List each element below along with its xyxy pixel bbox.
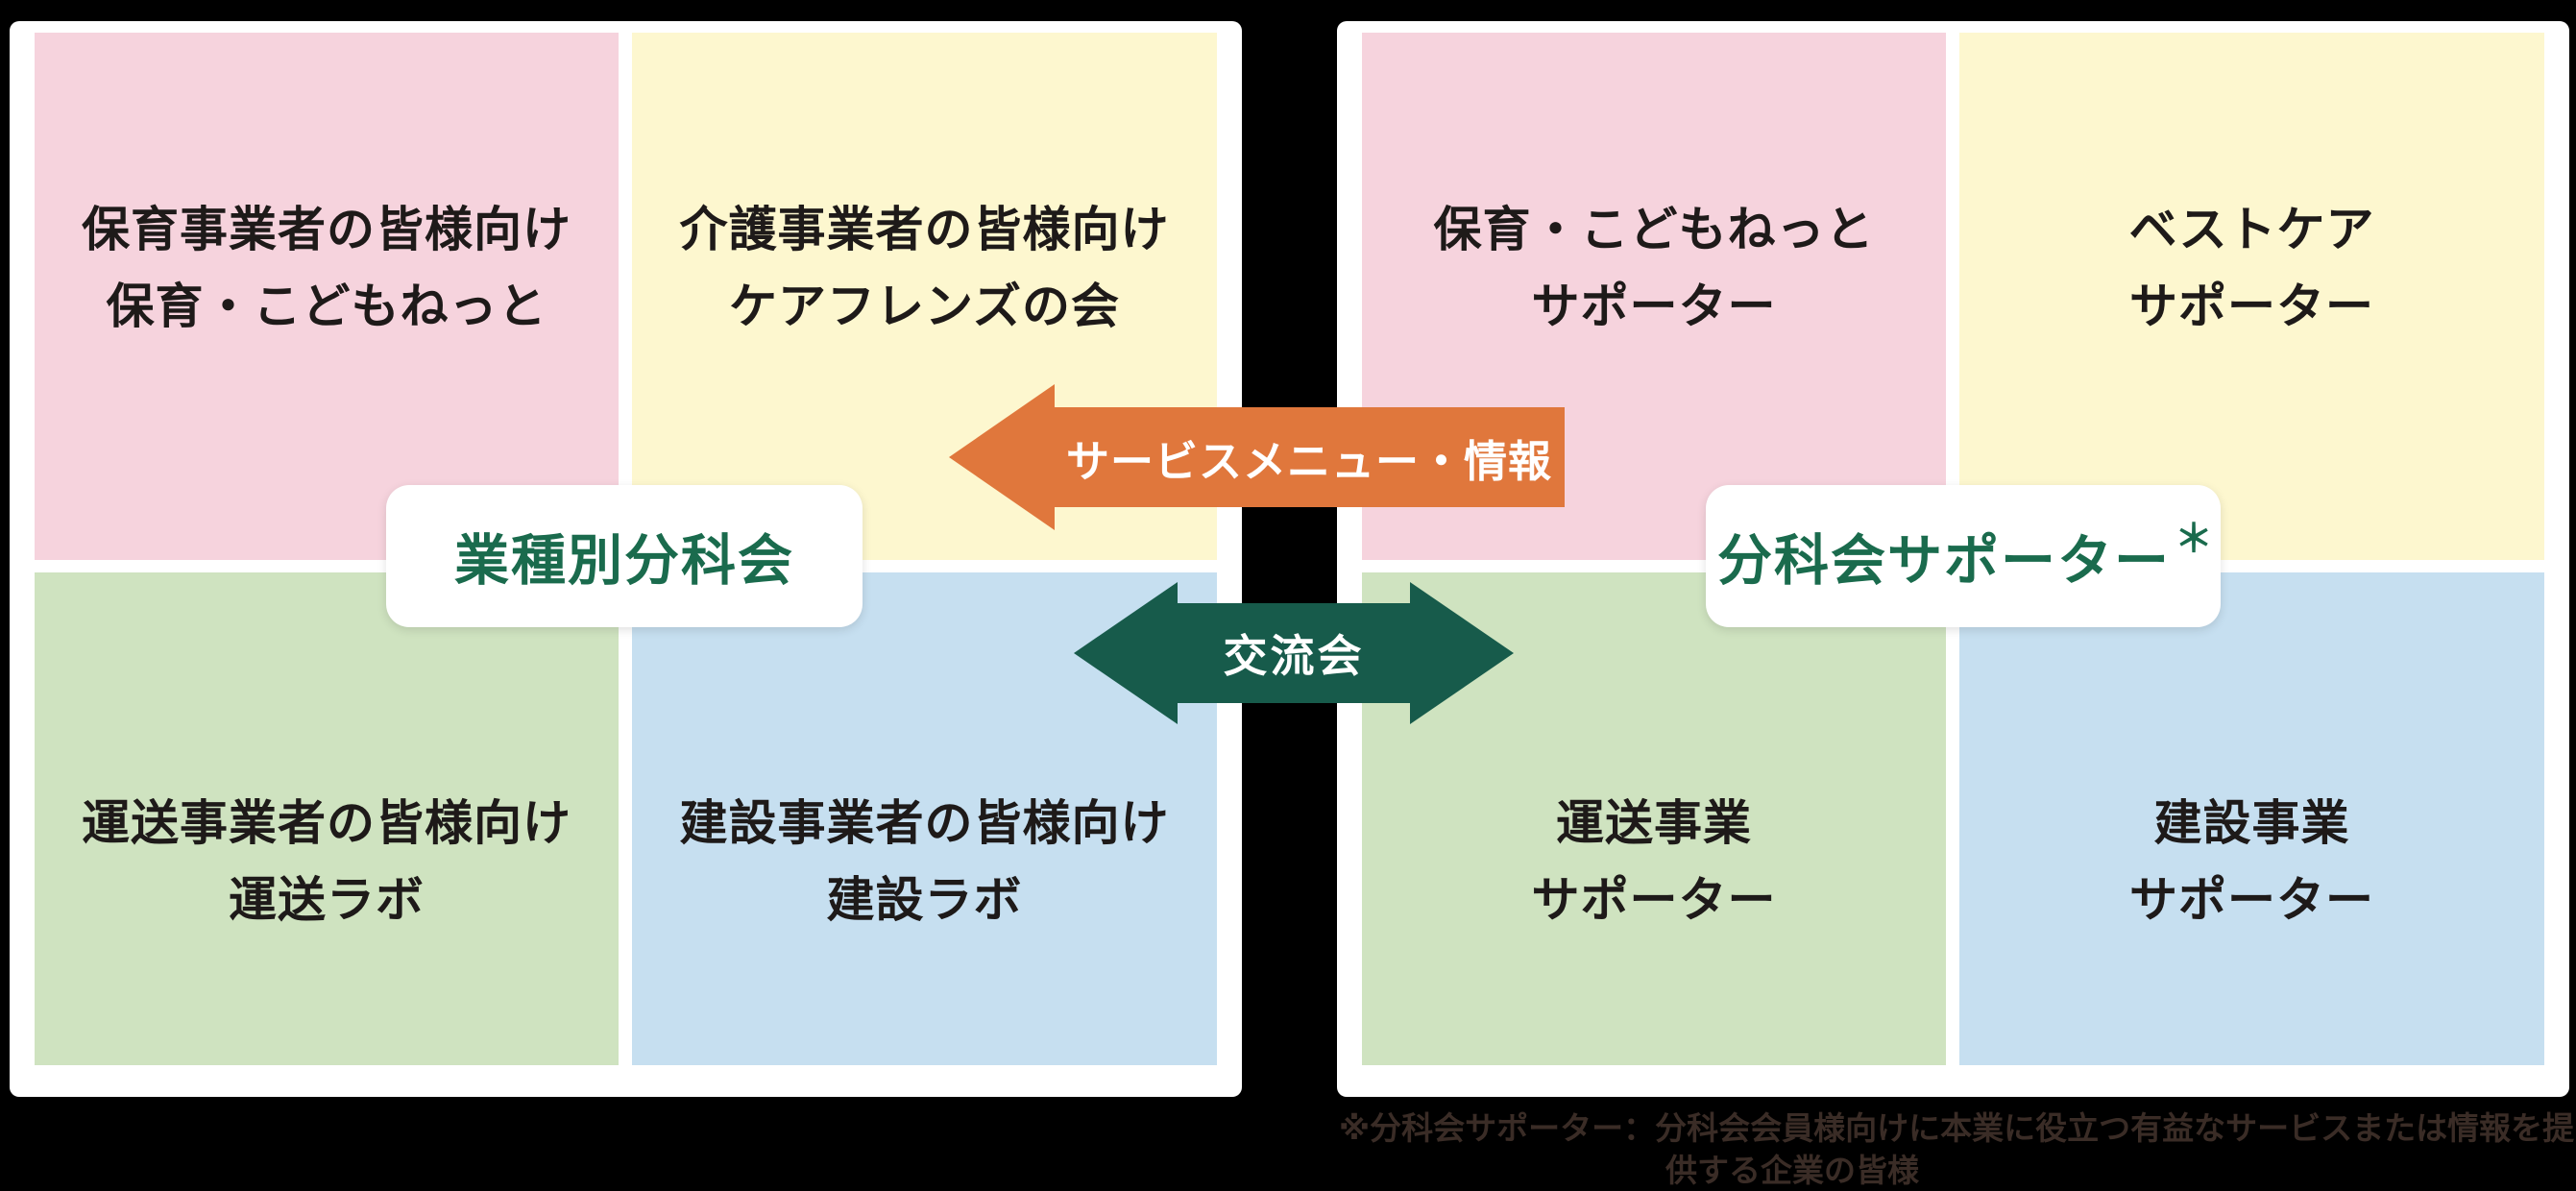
quadrant-construction-line2: 建設ラボ (826, 872, 1023, 927)
quadrant-transport-line1: 運送事業者の皆様向け (82, 795, 571, 850)
quadrant-childcare-supporter-line1: 保育・こどもねっと (1433, 202, 1875, 256)
arrow-double-right-head-icon (1410, 582, 1514, 724)
service-menu-arrow-body: サービスメニュー・情報 (1054, 407, 1565, 507)
subcommittee-label-box: 業種別分科会 (386, 485, 863, 627)
quadrant-construction-supporter: 建設事業 サポーター (1959, 572, 2544, 1065)
subcommittee-card: 保育事業者の皆様向け 保育・こどもねっと 介護事業者の皆様向け ケアフレンズの会… (10, 21, 1242, 1097)
exchange-arrow-label: 交流会 (1223, 631, 1365, 681)
quadrant-childcare-line1: 保育事業者の皆様向け (82, 202, 571, 256)
quadrant-childcare-supporter-line2: サポーター (1531, 279, 1777, 333)
quadrant-childcare-line2: 保育・こどもねっと (106, 279, 547, 333)
footnote-line-1: ※分科会サポーター：分科会会員様向けに本業に役立つ有益なサービスまたは情報を提 (1339, 1110, 2575, 1146)
quadrant-transport-supporter-line1: 運送事業 (1556, 795, 1752, 850)
quadrant-construction-supporter-line2: サポーター (2129, 872, 2374, 927)
service-menu-arrow-label: サービスメニュー・情報 (1065, 436, 1552, 486)
quadrant-bestcare-supporter-line2: サポーター (2129, 279, 2374, 333)
arrow-left-head-icon (949, 384, 1055, 530)
supporter-label-asterisk: ＊ (2175, 518, 2213, 560)
quadrant-transport: 運送事業者の皆様向け 運送ラボ (35, 572, 619, 1065)
quadrant-transport-supporter-line2: サポーター (1531, 872, 1777, 927)
footnote-line-2: 供する企業の皆様 (1665, 1153, 1919, 1188)
exchange-arrow-body: 交流会 (1176, 603, 1412, 703)
supporter-label: 分科会サポーター (1717, 530, 2171, 592)
quadrant-nursing-line1: 介護事業者の皆様向け (679, 202, 1170, 256)
quadrant-construction-line1: 建設事業者の皆様向け (679, 795, 1170, 850)
quadrant-bestcare-supporter-line1: ベストケア (2128, 202, 2375, 256)
subcommittee-label: 業種別分科会 (454, 530, 794, 592)
quadrant-childcare: 保育事業者の皆様向け 保育・こどもねっと (35, 33, 619, 560)
quadrant-nursing-line2: ケアフレンズの会 (729, 279, 1120, 333)
quadrant-bestcare-supporter: ベストケア サポーター (1959, 33, 2544, 560)
quadrant-construction-supporter-line1: 建設事業 (2153, 795, 2350, 850)
arrow-double-left-head-icon (1074, 582, 1178, 724)
quadrant-transport-line2: 運送ラボ (229, 872, 425, 927)
supporter-label-box: 分科会サポーター ＊ (1706, 485, 2221, 627)
